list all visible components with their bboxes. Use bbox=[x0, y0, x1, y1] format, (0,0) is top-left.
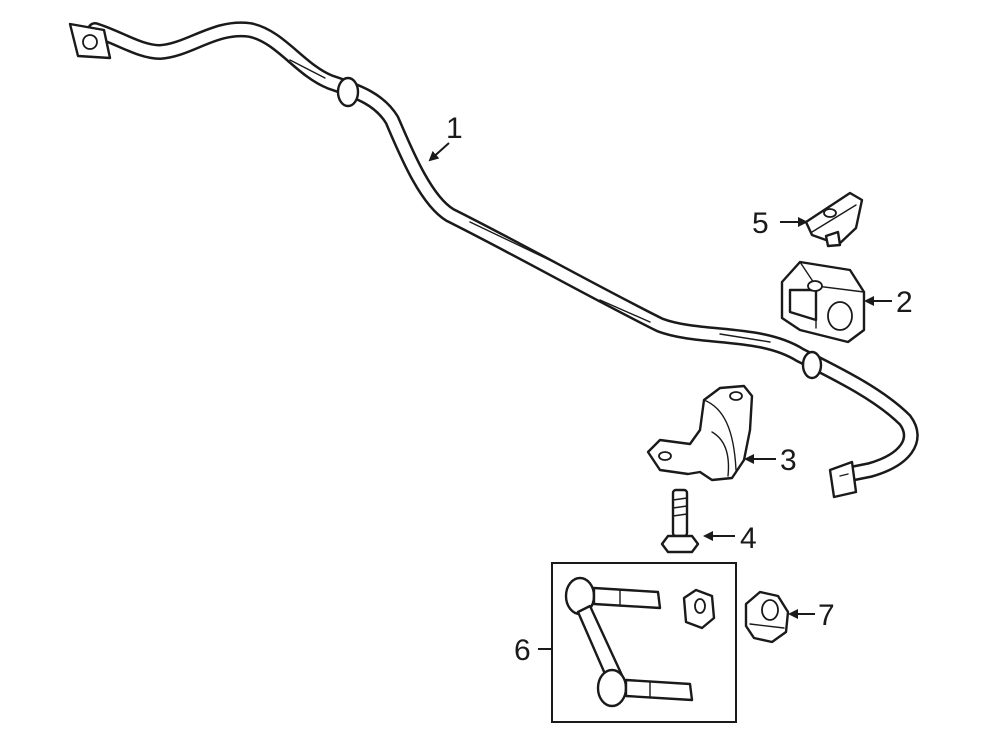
callout-7: 7 bbox=[788, 599, 835, 632]
callout-1: 1 bbox=[428, 112, 463, 162]
callout-3: 3 bbox=[744, 444, 797, 477]
callout-label-5: 5 bbox=[752, 207, 769, 240]
link-kit-frame bbox=[551, 562, 737, 723]
callout-5: 5 bbox=[752, 207, 808, 240]
bracket-bolt[interactable] bbox=[660, 488, 700, 554]
callout-4: 4 bbox=[703, 522, 757, 555]
bushing-clip[interactable] bbox=[804, 191, 864, 248]
callout-label-2: 2 bbox=[896, 286, 913, 319]
callout-label-4: 4 bbox=[740, 522, 757, 555]
callout-label-1: 1 bbox=[446, 112, 463, 145]
callout-label-6: 6 bbox=[514, 634, 531, 667]
stabilizer-bushing[interactable] bbox=[780, 260, 866, 344]
callout-2: 2 bbox=[864, 286, 913, 319]
callout-6: 6 bbox=[514, 634, 552, 667]
flange-nut[interactable] bbox=[744, 590, 790, 644]
callout-label-3: 3 bbox=[780, 444, 797, 477]
callout-label-7: 7 bbox=[818, 599, 835, 632]
stabilizer-bar[interactable] bbox=[68, 21, 919, 499]
bushing-bracket[interactable] bbox=[646, 384, 754, 482]
stabilizer-link-kit[interactable] bbox=[551, 562, 737, 723]
